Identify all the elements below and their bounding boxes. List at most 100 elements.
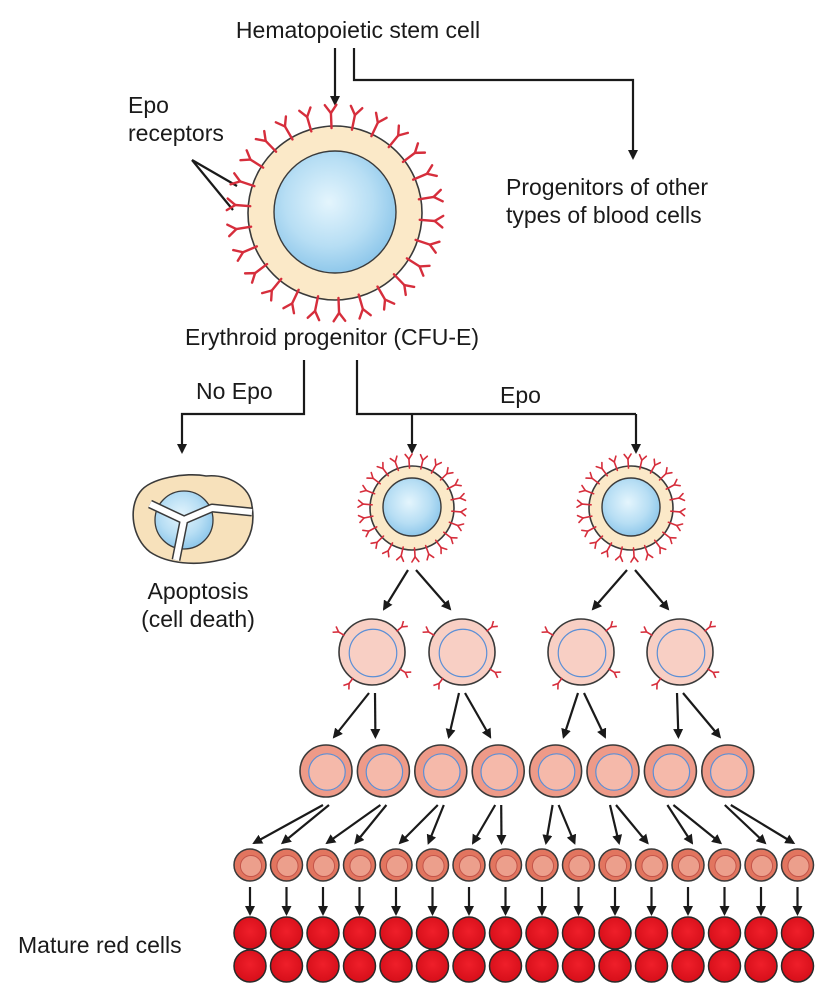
receptor-stem	[329, 111, 333, 130]
receptor-arm	[387, 550, 390, 558]
mature-red-cell	[488, 949, 523, 983]
receptor-arm	[638, 453, 643, 462]
mature-red-cell	[707, 949, 742, 983]
receptor-arm	[403, 283, 407, 297]
mature-red-cell	[342, 949, 377, 983]
receptor-arm	[274, 121, 287, 128]
receptor-stem	[370, 121, 380, 138]
mature-red-cell	[671, 949, 705, 983]
receptor-arm	[643, 626, 648, 633]
cell-nucleus	[750, 854, 774, 878]
receptor-stem	[601, 467, 609, 477]
epo-receptor	[585, 471, 600, 485]
epo-receptor	[576, 499, 592, 508]
epo-receptor	[343, 677, 354, 690]
epo-receptor	[414, 238, 441, 254]
receptor-arm	[408, 453, 413, 460]
late-erythroblast-7	[452, 848, 486, 882]
receptor-stem	[362, 503, 373, 506]
epo-receptor	[485, 620, 498, 632]
erythroblast-8	[700, 744, 755, 798]
epo-receptor	[226, 223, 253, 238]
receptor-stem	[428, 631, 435, 637]
receptor-arm	[454, 484, 462, 487]
no-epo-label: No Epo	[196, 378, 273, 404]
epo-receptor	[706, 668, 720, 679]
cell-nucleus	[365, 753, 404, 791]
apoptotic-cell	[132, 473, 254, 565]
receptor-stem	[398, 668, 406, 674]
erythroid-progenitor-cell	[225, 103, 445, 323]
receptor-stem	[348, 677, 354, 685]
receptor-arm	[440, 546, 448, 551]
cell-nucleus	[273, 150, 397, 274]
mature-red-cell	[452, 916, 486, 950]
receptor-arm	[494, 672, 499, 679]
epo-receptor	[225, 197, 252, 212]
late-erythroblast-9	[525, 848, 559, 882]
epo-receptor	[614, 546, 624, 563]
cell-nucleus	[557, 628, 607, 678]
epo-dependent-progenitor-2	[576, 453, 686, 563]
early-erythroblast-2	[422, 618, 502, 690]
cell-nucleus	[714, 854, 737, 878]
receptor-arm	[397, 124, 401, 137]
cell-nucleus	[641, 854, 664, 878]
arrow-division	[542, 804, 554, 845]
arrow-division	[557, 804, 577, 845]
receptor-arm	[357, 514, 365, 519]
epo-receptor	[581, 526, 597, 538]
receptor-stem	[387, 134, 400, 149]
receptor-stem	[357, 293, 365, 311]
epo-receptor	[589, 535, 604, 550]
receptor-arm	[456, 523, 465, 527]
mature-red-cell	[598, 916, 632, 950]
receptor-arm	[678, 497, 686, 502]
arrow-division	[445, 692, 461, 739]
cell-nucleus	[349, 854, 372, 878]
receptor-arm	[349, 104, 357, 117]
epo-receptor	[653, 539, 667, 555]
receptor-arm	[679, 508, 686, 513]
receptor-arm	[305, 106, 312, 119]
receptor-arm	[435, 461, 443, 466]
epo-receptor	[405, 257, 431, 277]
epo-receptor	[630, 547, 639, 563]
receptor-arm	[679, 511, 686, 517]
receptor-stem	[446, 484, 457, 490]
receptor-arm	[400, 554, 405, 563]
receptor-arm	[578, 489, 587, 493]
receptor-stem	[264, 139, 278, 153]
mature-red-cell	[634, 916, 669, 950]
receptor-arm	[669, 536, 673, 545]
receptor-arm	[298, 109, 309, 119]
apoptosis-label: Apoptosis (cell death)	[141, 577, 255, 633]
receptor-arm	[678, 492, 684, 499]
receptor-stem	[607, 668, 615, 674]
receptor-stem	[411, 172, 429, 181]
mature-red-cell	[744, 949, 778, 983]
receptor-arm	[459, 492, 465, 499]
receptor-stem	[417, 195, 435, 201]
epo-receptor	[359, 484, 376, 495]
receptor-arm	[381, 550, 389, 555]
receptor-arm	[236, 251, 245, 262]
receptor-arm	[389, 457, 397, 463]
epo-receptor	[669, 492, 686, 502]
receptor-arm	[645, 553, 649, 561]
mature-red-cell	[269, 916, 304, 950]
receptor-arm	[418, 265, 425, 277]
cell-nucleus	[422, 854, 445, 878]
receptor-arm	[712, 672, 717, 679]
receptor-stem	[646, 631, 653, 637]
receptor-stem	[591, 477, 600, 485]
late-erythroblast-3	[306, 848, 340, 882]
epo-receptor	[607, 668, 621, 679]
receptor-arm	[397, 131, 410, 137]
epo-receptor	[450, 492, 467, 502]
epo-receptor	[389, 455, 400, 472]
mature-red-cell	[525, 949, 559, 983]
arrow-stem-to-other-progenitors	[352, 48, 638, 160]
epo-dependent-progenitor-1	[357, 453, 467, 563]
